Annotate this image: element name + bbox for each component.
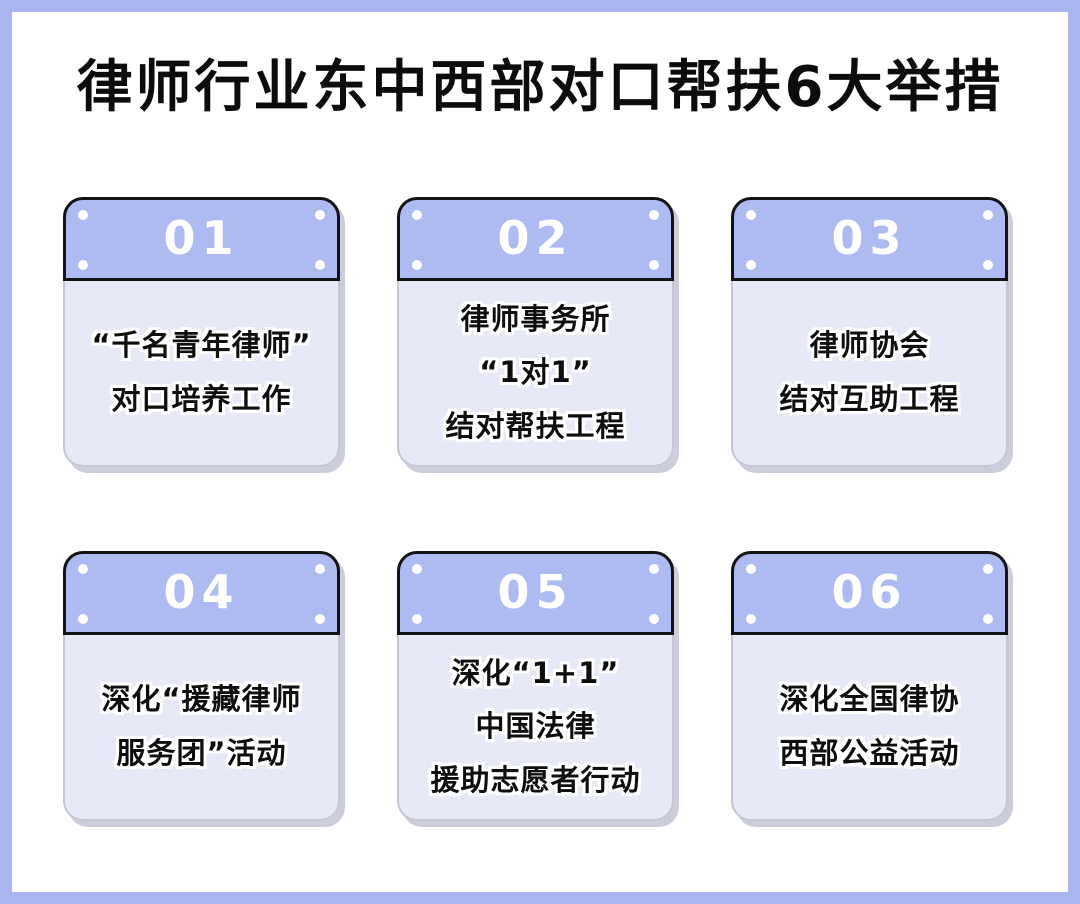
- card-text-line: 结对帮扶工程: [445, 408, 626, 443]
- card-row-bottom: 04 深化“援藏律师 服务团”活动 05 深化“1+1” 中国法律 援助志愿者行…: [63, 551, 1008, 821]
- card-number: 01: [163, 211, 240, 265]
- card-text-line: 律师事务所: [460, 301, 611, 336]
- card-text-line: “1对1”: [479, 355, 592, 390]
- corner-dot: [983, 210, 993, 220]
- measure-card-01: 01 “千名青年律师” 对口培养工作: [63, 197, 340, 467]
- card-text-line: 律师协会: [809, 328, 930, 363]
- corner-dot: [78, 564, 88, 574]
- card-row-top: 01 “千名青年律师” 对口培养工作 02 律师事务所 “1对1” 结对帮扶工程: [63, 197, 1008, 467]
- card-number: 03: [831, 211, 908, 265]
- corner-dot: [746, 210, 756, 220]
- card-header: 04: [63, 551, 340, 635]
- corner-dot: [78, 614, 88, 624]
- card-text-line: 深化“1+1”: [451, 655, 620, 690]
- corner-dot: [983, 564, 993, 574]
- card-header: 01: [63, 197, 340, 281]
- card-header: 02: [397, 197, 674, 281]
- card-number: 04: [163, 565, 240, 619]
- card-number: 02: [497, 211, 574, 265]
- corner-dot: [315, 614, 325, 624]
- card-body: 律师事务所 “1对1” 结对帮扶工程: [397, 281, 674, 467]
- card-number: 06: [831, 565, 908, 619]
- card-body: 律师协会 结对互助工程: [731, 281, 1008, 467]
- corner-dot: [746, 260, 756, 270]
- corner-dot: [746, 614, 756, 624]
- card-body: 深化“1+1” 中国法律 援助志愿者行动: [397, 635, 674, 821]
- measure-card-06: 06 深化全国律协 西部公益活动: [731, 551, 1008, 821]
- corner-dot: [412, 564, 422, 574]
- card-header: 03: [731, 197, 1008, 281]
- card-body: “千名青年律师” 对口培养工作: [63, 281, 340, 467]
- card-header: 05: [397, 551, 674, 635]
- corner-dot: [649, 260, 659, 270]
- card-text-line: 西部公益活动: [779, 736, 960, 770]
- card-text-line: 服务团”活动: [116, 736, 287, 770]
- corner-dot: [746, 564, 756, 574]
- measure-card-05: 05 深化“1+1” 中国法律 援助志愿者行动: [397, 551, 674, 821]
- corner-dot: [315, 564, 325, 574]
- corner-dot: [315, 210, 325, 220]
- card-text-line: 对口培养工作: [111, 382, 292, 416]
- corner-dot: [78, 210, 88, 220]
- corner-dot: [983, 260, 993, 270]
- card-text-line: 援助志愿者行动: [430, 762, 641, 797]
- card-body: 深化“援藏律师 服务团”活动: [63, 635, 340, 821]
- corner-dot: [412, 260, 422, 270]
- corner-dot: [983, 614, 993, 624]
- corner-dot: [412, 210, 422, 220]
- corner-dot: [412, 614, 422, 624]
- card-text-line: 深化“援藏律师: [101, 682, 302, 717]
- measure-card-03: 03 律师协会 结对互助工程: [731, 197, 1008, 467]
- corner-dot: [649, 564, 659, 574]
- card-text-line: 中国法律: [475, 709, 596, 744]
- corner-dot: [315, 260, 325, 270]
- measure-card-02: 02 律师事务所 “1对1” 结对帮扶工程: [397, 197, 674, 467]
- corner-dot: [649, 614, 659, 624]
- corner-dot: [78, 260, 88, 270]
- card-text-line: 深化全国律协: [779, 682, 960, 717]
- corner-dot: [649, 210, 659, 220]
- card-header: 06: [731, 551, 1008, 635]
- card-text-line: 结对互助工程: [779, 382, 960, 416]
- card-body: 深化全国律协 西部公益活动: [731, 635, 1008, 821]
- card-text-line: “千名青年律师”: [91, 328, 312, 363]
- measure-card-04: 04 深化“援藏律师 服务团”活动: [63, 551, 340, 821]
- page-title: 律师行业东中西部对口帮扶6大举措: [76, 55, 1004, 120]
- card-number: 05: [497, 565, 574, 619]
